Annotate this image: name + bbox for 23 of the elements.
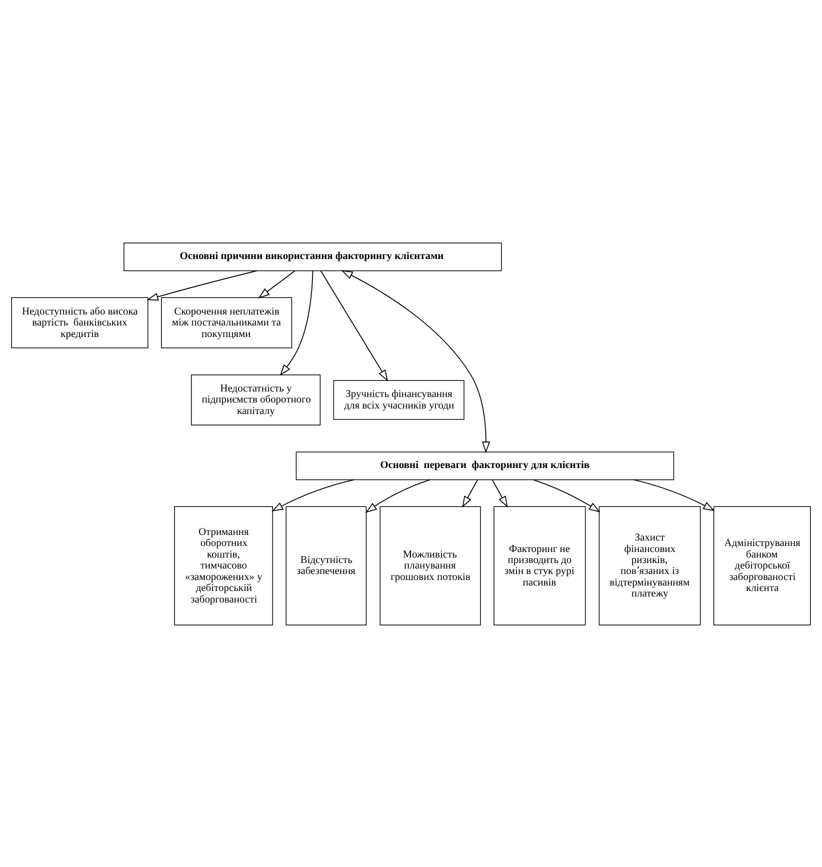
node-box: Скорочення неплатежів між постачальниками та покупцями [161,296,292,348]
node-box: Основні причини використання факторингу клієнтами [124,242,502,271]
node-box: Основні переваги факторингу для клієнтів [296,451,674,480]
node-box: Відсутність забезпечення [286,506,367,625]
arrow [462,478,478,508]
arrow [633,478,715,510]
node-box: Недоступність або висока вартість банківських кредитів [11,296,148,348]
arrow [533,478,600,512]
node-box: Отримання оборотних коштів, тимчасово «заморожених» у дебіторській заборгованості [174,506,273,625]
node-box: Зручність фінансування для всіх учасників угоди [333,380,464,420]
node-box: Можливість планування грошових потоків [380,506,481,625]
arrow [492,478,508,508]
node-box: Факторинг не призводить до змін в стук рурі пасивів [494,506,586,625]
arrow [258,270,296,298]
node-box: Недостатність у підприємств оборотного капіталу [190,374,321,425]
arrow [365,478,431,512]
node-box: Адміністрування банком дебіторської заборгованості клієнта [713,506,811,625]
arrow [280,270,314,376]
arrow [320,270,388,381]
arrow [341,270,490,453]
node-box: Захист фінансових ризиків, пов՚язаних із відтермінуванням платежу [598,506,701,625]
arrow [146,270,258,300]
arrow [272,478,355,512]
